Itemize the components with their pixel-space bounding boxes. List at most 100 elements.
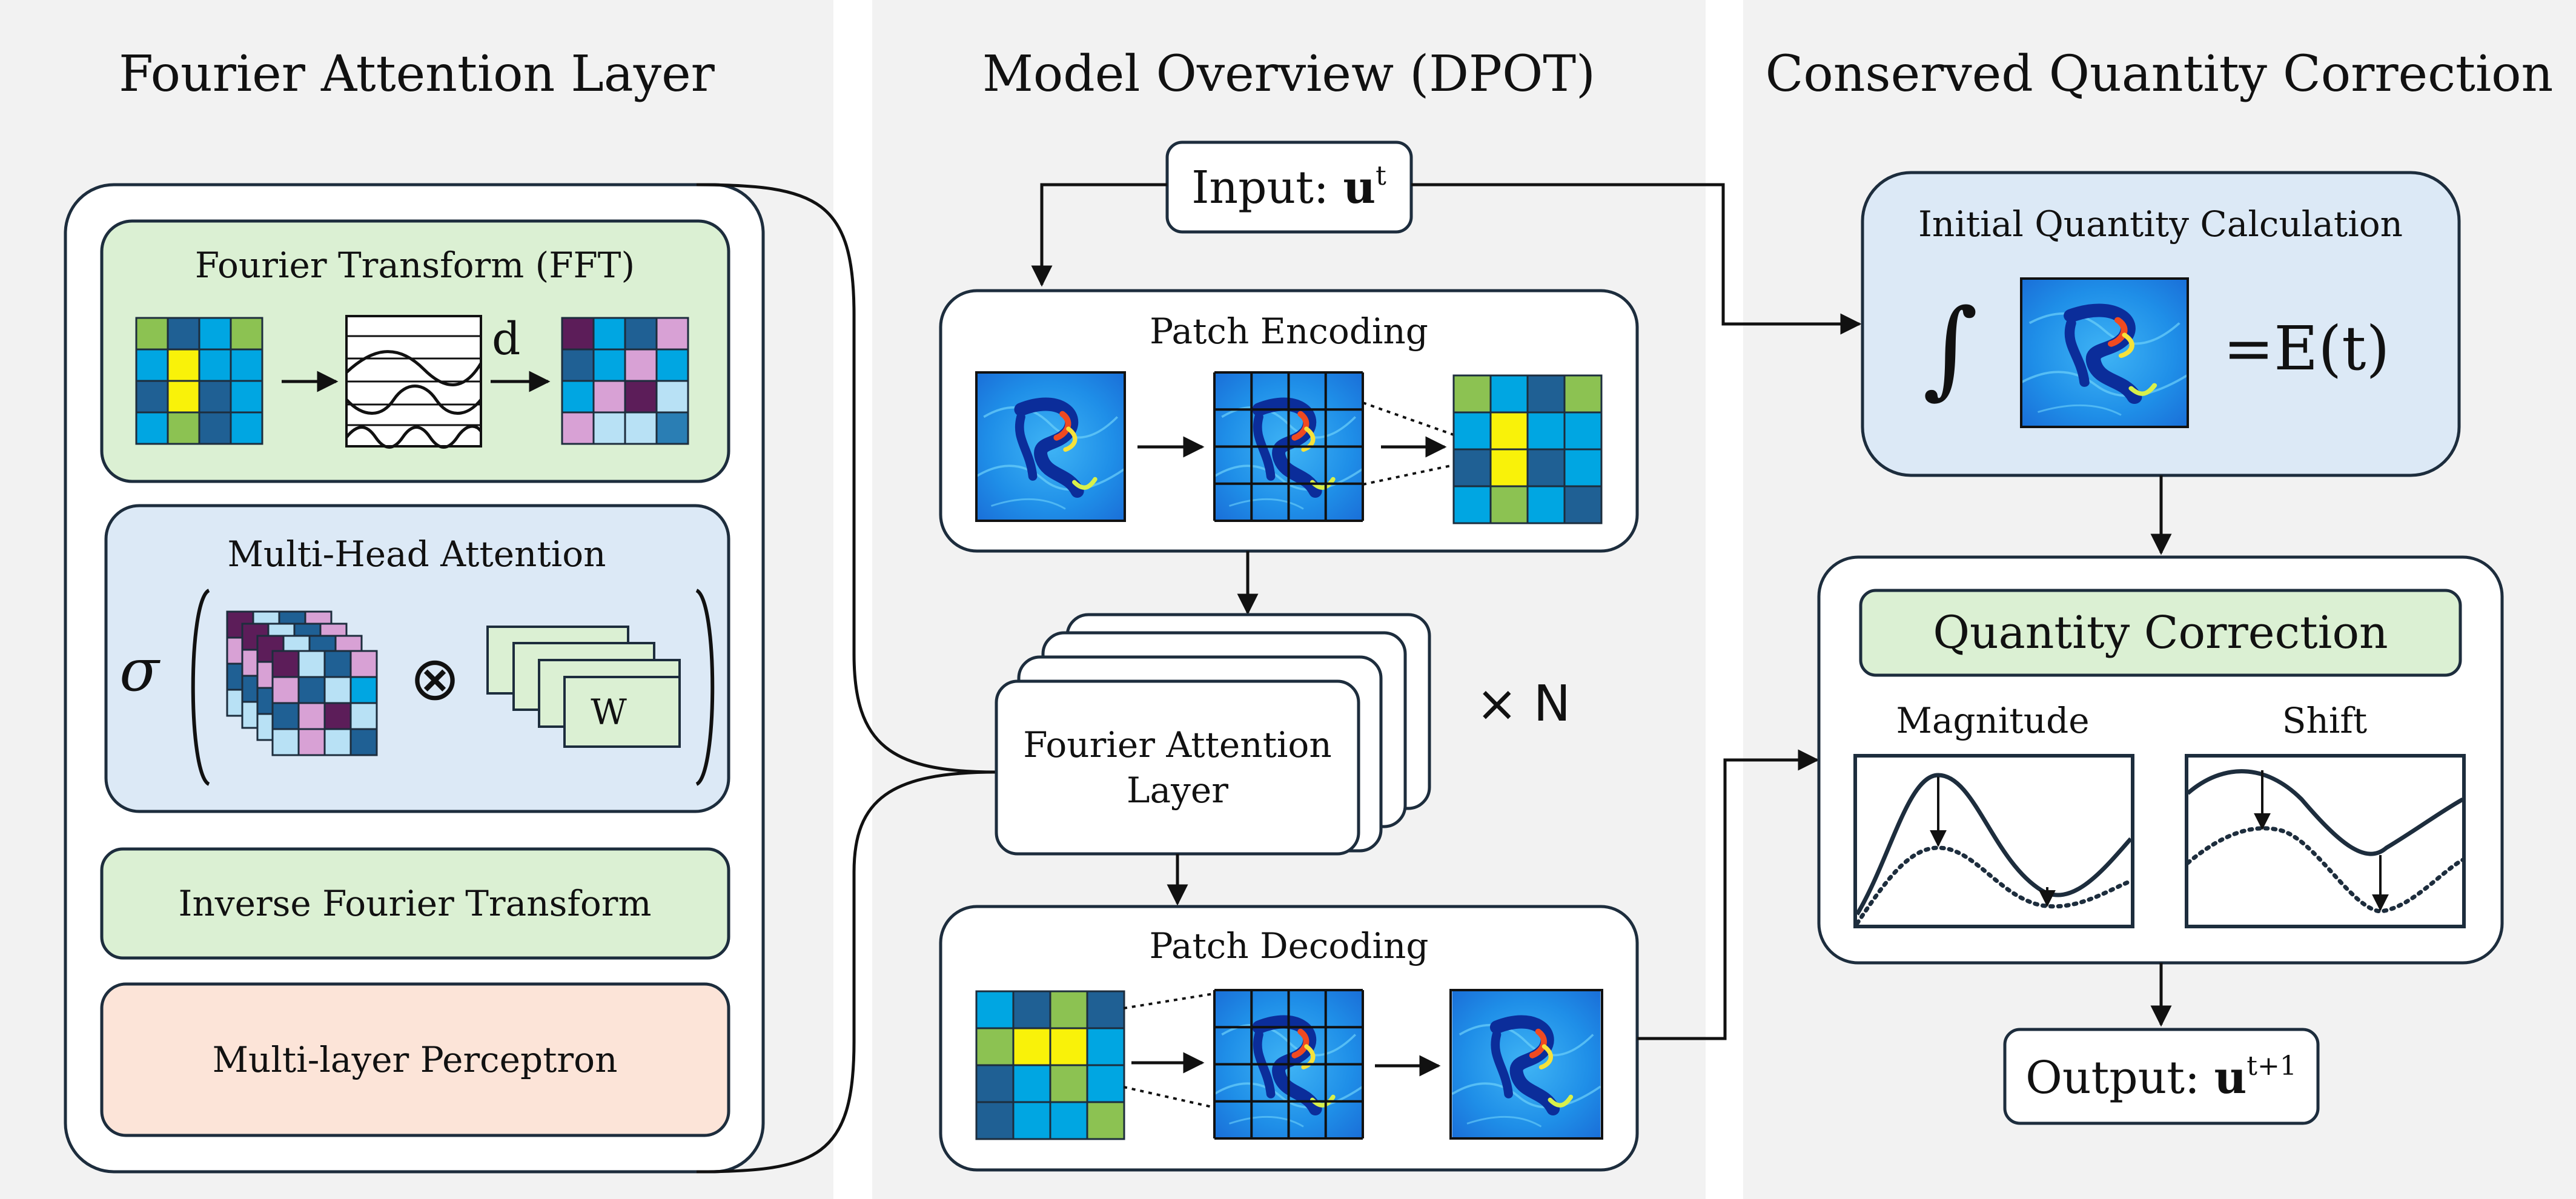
grid-cell [167,380,200,414]
grid-cell [975,1064,1015,1103]
grid-cell [592,380,626,414]
grid-cell [271,650,300,678]
fal-label-line1: Fourier Attention [1023,724,1331,765]
grid-cell [167,317,200,351]
middle-panel-title: Model Overview (DPOT) [982,45,1595,103]
grid-cell [349,702,378,730]
grid-cell [975,1027,1015,1066]
decoding-token-grid [975,990,1125,1140]
grid-cell [1452,374,1492,414]
decoding-field-image [1449,989,1603,1140]
grid-cell [323,676,352,704]
grid-cell [297,702,326,730]
grid-cell [349,650,378,678]
grid-cell [1049,1101,1088,1140]
grid-cell [975,990,1015,1029]
grid-cell [135,348,169,382]
quantity-correction-label: Quantity Correction [1933,607,2388,659]
grid-cell [323,702,352,730]
grid-cell [1049,990,1088,1029]
fft-output-grid [561,317,689,445]
decoding-to-correction-arrow [1637,749,1819,1040]
left-panel-title: Fourier Attention Layer [119,45,715,103]
grid-cell [592,411,626,445]
grid-cell [592,317,626,351]
right-panel-title: Conserved Quantity Correction [1766,45,2554,103]
fourier-layer-stack [995,613,1431,856]
grid-cell [230,348,263,382]
grid-cell [230,411,263,445]
grid-cell [1489,448,1529,487]
grid-cell [198,317,232,351]
grid-cell [561,317,595,351]
quantity-field-image [2020,277,2189,428]
patch-decoding-label: Patch Decoding [1150,925,1429,966]
grid-cell [655,348,689,382]
left-paren [191,589,210,786]
grid-cell [297,728,326,756]
grid-cell [1012,990,1051,1029]
energy-label: =E(t) [2223,313,2390,384]
initial-quantity-label: Initial Quantity Calculation [1918,203,2403,245]
grid-cell [135,317,169,351]
shift-label: Shift [2282,700,2367,741]
grid-cell [655,317,689,351]
weight-stack [486,626,681,748]
grid-cell [1563,411,1603,451]
otimes-symbol: ⊗ [409,643,460,714]
grid-cell [1489,485,1529,524]
input-label: Input: ut [1191,160,1386,214]
grid-cell [561,380,595,414]
grid-cell [1012,1064,1051,1103]
grid-cell [561,348,595,382]
grid-cell [1086,1064,1125,1103]
integral-symbol: ∫ [1922,287,1978,410]
grid-cell [1526,448,1566,487]
grid-cell [592,348,626,382]
grid-cell [167,411,200,445]
ifft-block [100,847,730,960]
grid-cell [1563,448,1603,487]
mlp-block [100,982,730,1137]
grid-cell [198,411,232,445]
grid-cell [1563,485,1603,524]
input-box [1165,140,1413,234]
frequency-waves [345,315,483,449]
attention-head [271,650,378,756]
encoding-token-grid [1452,374,1603,524]
sigma-symbol: σ [119,636,161,704]
grid-cell [230,317,263,351]
grid-cell [624,348,658,382]
grid-cell [1526,485,1566,524]
shift-plot [2185,754,2466,928]
grid-cell [1526,374,1566,414]
output-box [2003,1028,2320,1125]
repeat-label: × N [1476,675,1571,733]
grid-cell [198,348,232,382]
grid-cell [1086,1027,1125,1066]
decoding-patched-image [1213,989,1364,1140]
ifft-label: Inverse Fourier Transform [179,883,652,924]
grid-cell [561,411,595,445]
grid-cell [1049,1027,1088,1066]
magnitude-label: Magnitude [1896,700,2089,741]
fft-dim-label: d [492,313,520,365]
grid-cell [297,650,326,678]
encoding-dotted-bottom [1362,464,1454,486]
patch-encoding-label: Patch Encoding [1150,311,1428,352]
grid-cell [1049,1064,1088,1103]
grid-cell [198,380,232,414]
mha-label: Multi-Head Attention [227,533,606,575]
grid-cell [297,676,326,704]
grid-cell [1526,411,1566,451]
output-label: Output: ut+1 [2025,1051,2297,1104]
grid-cell [271,728,300,756]
grid-cell [230,380,263,414]
grid-cell [624,380,658,414]
mlp-label: Multi-layer Perceptron [213,1039,618,1080]
grid-cell [624,411,658,445]
weight-label: W [591,692,627,733]
grid-cell [135,411,169,445]
grid-cell [135,380,169,414]
